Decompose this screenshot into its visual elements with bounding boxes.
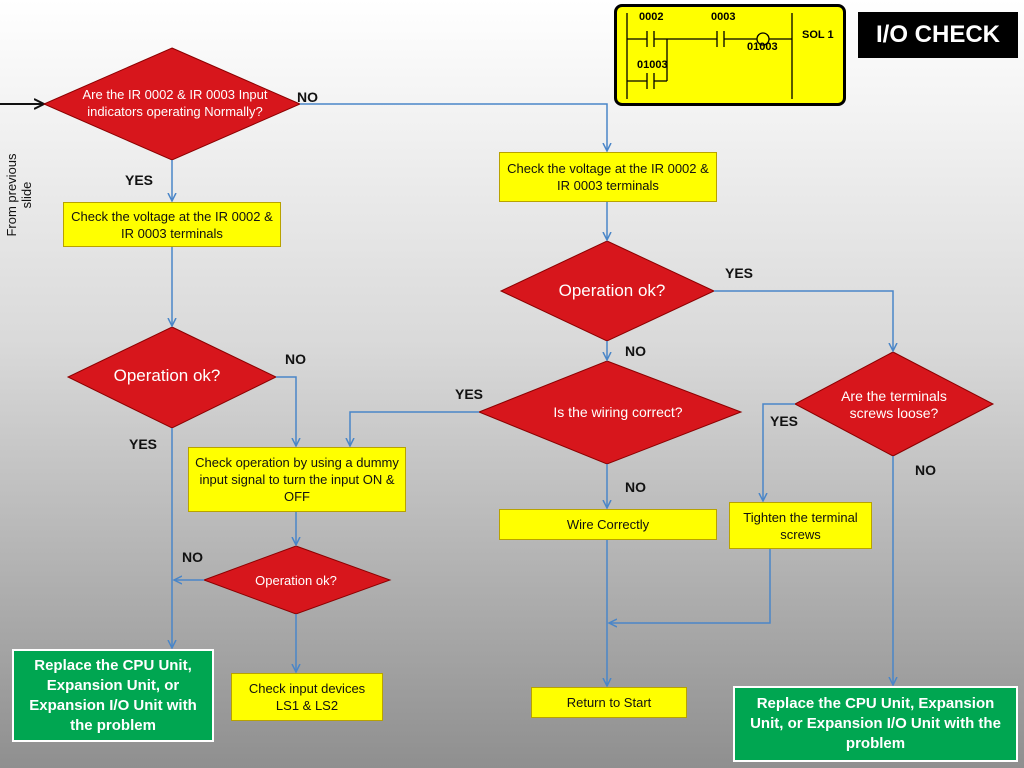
diamond-indicators-text: Are the IR 0002 & IR 0003 Input indicato…	[82, 87, 268, 119]
box-check-devices: Check input devices LS1 & LS2	[231, 673, 383, 721]
box-return-to-start: Return to Start	[531, 687, 687, 718]
ladder-holding-contact: 01003	[637, 59, 668, 71]
ladder-contact-0003: 0003	[711, 11, 736, 23]
ladder-rungs	[626, 13, 793, 99]
label-no-indicators: NO	[297, 89, 318, 105]
label-no-wiring: NO	[625, 479, 646, 495]
label-yes-terminals: YES	[770, 413, 799, 429]
box-dummy-input: Check operation by using a dummy input s…	[188, 447, 406, 512]
label-no-terminals: NO	[915, 462, 936, 478]
box-check-voltage-right: Check the voltage at the IR 0002 & IR 00…	[499, 152, 717, 202]
ladder-contact-0002: 0002	[639, 11, 664, 23]
label-yes-op-right: YES	[725, 265, 754, 281]
ladder-output-label: SOL 1	[802, 29, 834, 41]
label-no-op-right: NO	[625, 343, 646, 359]
diamond-wiring-text: Is the wiring correct?	[553, 404, 683, 420]
diamond-op-small-text: Operation ok?	[255, 573, 337, 588]
edge-op-right-yes	[714, 290, 893, 351]
edge-indicators-no	[300, 103, 607, 151]
label-yes-op-left: YES	[129, 436, 158, 452]
diamond-terminals-text: Are the terminals screws loose?	[841, 388, 947, 421]
diamond-op-right-text: Operation ok?	[558, 281, 666, 300]
label-no-op-left: NO	[285, 351, 306, 367]
edge-wiring-yes	[350, 411, 479, 446]
page-title: I/O CHECK	[858, 12, 1018, 58]
from-previous-slide-label: From previous slide	[4, 153, 34, 237]
edge-terminals-yes	[763, 403, 795, 501]
box-replace-right: Replace the CPU Unit, Expansion Unit, or…	[733, 686, 1018, 762]
ladder-coil-label: 01003	[747, 41, 778, 53]
ladder-diagram: 0002 0003 01003 SOL 1 01003	[614, 4, 846, 106]
label-yes-indicators: YES	[125, 172, 154, 188]
diamond-op-left-text: Operation ok?	[113, 366, 221, 385]
label-no-op-small: NO	[182, 549, 203, 565]
box-replace-left: Replace the CPU Unit, Expansion Unit, or…	[12, 649, 214, 742]
edge-tighten-to-return	[609, 549, 771, 623]
edge-op-left-no	[276, 376, 296, 446]
box-wire-correctly: Wire Correctly	[499, 509, 717, 540]
box-tighten-screws: Tighten the terminal screws	[729, 502, 872, 549]
box-check-voltage-left: Check the voltage at the IR 0002 & IR 00…	[63, 202, 281, 247]
label-yes-wiring: YES	[455, 386, 484, 402]
